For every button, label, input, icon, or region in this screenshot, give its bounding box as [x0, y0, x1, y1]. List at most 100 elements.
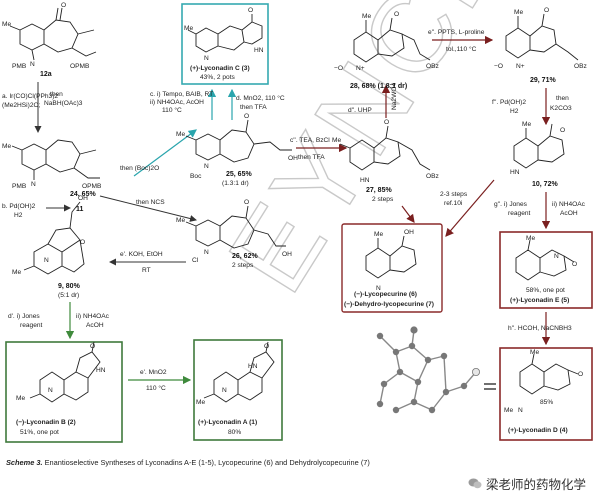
label-10: 10, 72% [532, 181, 558, 188]
label-25: 25, 65% [226, 171, 252, 178]
compound-9: OH Me N O [12, 195, 88, 276]
svg-text:Me: Me [504, 407, 513, 414]
svg-text:N: N [222, 387, 227, 394]
svg-text:O: O [578, 371, 583, 378]
svg-text:Me: Me [530, 349, 539, 356]
compound-10: Me O HN [510, 121, 565, 176]
svg-text:−O: −O [334, 65, 343, 72]
svg-text:−O: −O [494, 63, 503, 70]
svg-text:O: O [384, 119, 389, 126]
reagent-e-prime-mno2: e'. MnO2 110 °C [140, 369, 167, 392]
box-lyconadin-b [5, 341, 123, 443]
svg-text:then TFA: then TFA [240, 104, 267, 111]
compound-29: Me O −O N+ OBz [494, 7, 587, 70]
svg-text:Cl: Cl [192, 257, 199, 264]
svg-text:Me: Me [196, 399, 205, 406]
svg-text:H2: H2 [510, 108, 519, 115]
reagent-d-prime: d'. i) Jones reagent ii) NH4OAc AcOH [8, 313, 110, 329]
reagent-c-double-prime: c''. TEA, BzCl then TFA [290, 137, 330, 161]
svg-text:ref.10i: ref.10i [444, 200, 463, 207]
svg-text:O: O [244, 113, 249, 120]
name-lyconadin-e: (+)-Lyconadin E (5) [510, 297, 569, 304]
svg-text:N: N [376, 285, 381, 292]
svg-text:Me: Me [176, 217, 185, 224]
svg-text:2 steps: 2 steps [372, 196, 394, 203]
ketone-o: O [61, 2, 66, 9]
yield-lyconadin-e: 58%, one pot [526, 287, 565, 294]
box-lyconadin-e [499, 231, 593, 309]
yield-lyconadin-b: 51%, one pot [20, 429, 59, 436]
svg-text:O: O [248, 7, 253, 14]
svg-text:b. Pd(OH)2: b. Pd(OH)2 [2, 203, 36, 210]
svg-text:OH: OH [288, 155, 298, 162]
compound-25: O Me N Boc OH [176, 113, 298, 180]
box-lyconadin-c [181, 3, 269, 85]
svg-text:a. Ir(CO)Cl(PPh3)2: a. Ir(CO)Cl(PPh3)2 [2, 93, 58, 100]
svg-text:e'. MnO2: e'. MnO2 [140, 369, 167, 376]
svg-text:Me: Me [16, 395, 25, 402]
svg-text:(5:1 dr): (5:1 dr) [58, 292, 79, 299]
svg-text:N: N [30, 61, 35, 68]
svg-text:e'. KOH, EtOH: e'. KOH, EtOH [120, 251, 163, 258]
svg-text:Me: Me [526, 235, 535, 242]
svg-text:Me: Me [522, 121, 531, 128]
compound-27: O Me HN OBz [332, 119, 439, 184]
reagent-b: b. Pd(OH)2 H2 11 [2, 203, 84, 219]
svg-text:Me: Me [2, 143, 11, 150]
label-26: 26, 62% [232, 253, 258, 260]
name-lyconadin-d: (+)-Lyconadin D (4) [508, 427, 568, 434]
svg-text:N: N [31, 181, 36, 188]
label-28: 28, 68% (1.8:1 dr) [350, 83, 407, 90]
compound-12a: O Me N PMB OPMB 12a [2, 2, 97, 78]
chat-bubble-icon [468, 478, 482, 489]
svg-text:OPMB: OPMB [70, 63, 90, 70]
compound-24: Me N PMB OPMB 24, 65% [2, 139, 102, 198]
svg-text:tol.,110 °C: tol.,110 °C [446, 45, 477, 53]
reagent-f-double-prime: f''. Pd(OH)2 H2 then K2CO3 [492, 95, 572, 115]
svg-text:O: O [80, 239, 85, 246]
box-lyconadin-d [499, 347, 593, 441]
svg-text:ii) NH4OAc: ii) NH4OAc [76, 313, 110, 320]
svg-text:RT: RT [142, 267, 151, 274]
compound-4: Me O Me N [504, 349, 583, 414]
reagent-e-prime: e'. KOH, EtOH RT [120, 251, 163, 274]
svg-text:d. MnO2, 110 °C: d. MnO2, 110 °C [236, 94, 285, 102]
compound-1: O HN Me N [196, 341, 275, 406]
label-9: 9, 80% [58, 283, 81, 290]
label-27: 27, 85% [366, 187, 392, 194]
svg-text:HN: HN [96, 367, 106, 374]
svg-text:O: O [244, 199, 249, 206]
svg-text:g''. i) Jones: g''. i) Jones [494, 201, 528, 208]
svg-text:ii) NH4OAc: ii) NH4OAc [552, 201, 586, 208]
svg-text:reagent: reagent [20, 322, 43, 329]
svg-text:11: 11 [76, 206, 84, 213]
svg-text:HN: HN [510, 169, 520, 176]
reagent-c: c. i) Tempo, BAIB, RT ii) NH4OAc, AcOH 1… [150, 91, 213, 114]
compound-26: O Me N Cl OH [176, 199, 292, 264]
svg-text:(1.3:1 dr): (1.3:1 dr) [222, 180, 249, 187]
svg-text:HN: HN [248, 363, 258, 370]
svg-text:N: N [204, 163, 209, 170]
brand-name: 梁老师的药物化学 [485, 477, 586, 492]
box-lyconadin-a [193, 339, 283, 441]
scheme-caption: Scheme 3. Enantioselective Syntheses of … [6, 458, 456, 467]
svg-text:c. i) Tempo, BAIB, RT: c. i) Tempo, BAIB, RT [150, 91, 213, 98]
equals-sign [484, 383, 496, 390]
svg-text:Me: Me [514, 9, 523, 16]
svg-text:N: N [44, 257, 49, 264]
svg-text:Na2WO4: Na2WO4 [391, 83, 398, 110]
name-lycopecurine: (−)-Lycopecurine (6) [354, 291, 417, 298]
svg-text:OH: OH [78, 195, 88, 202]
crystal-structure-image [376, 326, 480, 414]
reagent-d: d. MnO2, 110 °C then TFA [236, 94, 285, 111]
svg-text:2-3 steps: 2-3 steps [440, 191, 468, 198]
svg-text:OBz: OBz [426, 63, 439, 70]
svg-text:Me: Me [184, 25, 193, 32]
compound-5: Me O N [515, 235, 577, 281]
svg-text:AcOH: AcOH [560, 210, 578, 217]
svg-text:d''. UHP: d''. UHP [348, 107, 372, 114]
caption-text: Enantioselective Syntheses of Lyconadins… [42, 458, 370, 467]
name-lyconadin-a: (+)-Lyconadin A (1) [198, 419, 257, 426]
compound-2: O HN Me N [16, 341, 106, 403]
